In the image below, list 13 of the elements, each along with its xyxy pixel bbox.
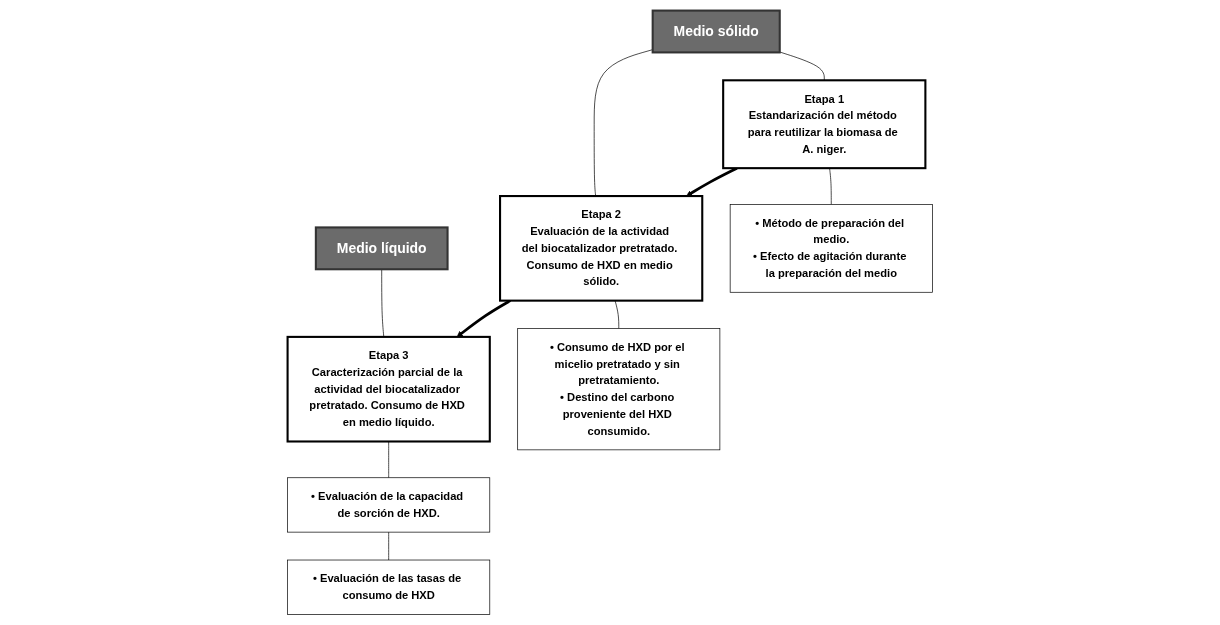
connector — [614, 300, 620, 329]
node-box: Medio sólido — [651, 9, 781, 54]
node-box: • Método de preparación del medio. • Efecto de agitación durante la preparación del medio — [729, 204, 933, 293]
node-box: • Consumo de HXD por el micelio pretratado y sin pretratamiento. • Destino del carbono proveniente del HXD consumido. — [517, 328, 721, 451]
connector — [388, 531, 390, 561]
node-box: Etapa 3 Caracterización parcial de la actividad del biocatalizador pretratado. Consumo de HXD en medio líquido. — [286, 335, 491, 443]
node-box: Medio líquido — [314, 226, 449, 271]
node-box: Etapa 1 Estandarización del método para reutilizar la biomasa de A. niger. — [722, 79, 927, 170]
connector — [779, 51, 825, 81]
node-box: Etapa 2 Evaluación de la actividad del biocatalizador pretratado. Consumo de HXD en medio sólido. — [499, 195, 704, 302]
connector — [388, 441, 390, 479]
node-box: • Evaluación de las tasas de consumo de HXD — [287, 559, 491, 615]
node-box: • Evaluación de la capacidad de sorción de HXD. — [287, 477, 491, 533]
